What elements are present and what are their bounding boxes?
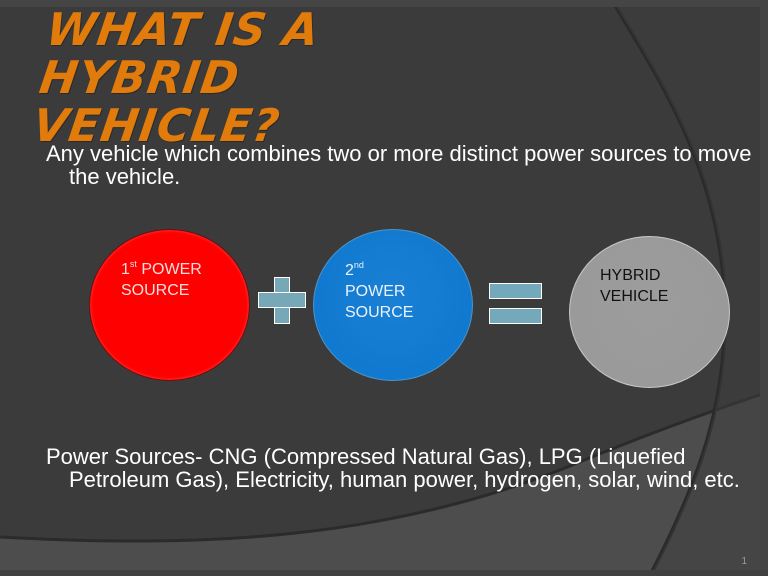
ordinal-suffix: st xyxy=(129,259,137,269)
first-power-source-label: 1st POWER SOURCE xyxy=(121,259,202,301)
power-sources-bullet: Power Sources- CNG (Compressed Natural G… xyxy=(46,444,740,492)
equals-top-bar xyxy=(489,283,542,299)
label-source: SOURCE xyxy=(345,304,414,321)
page-number: 1 xyxy=(741,556,747,567)
title-line-1: What is a hybrid xyxy=(36,3,324,104)
label-power: POWER xyxy=(345,283,406,300)
plus-center xyxy=(275,293,289,307)
frame-bottom xyxy=(0,570,768,576)
hybrid-vehicle-circle: HYBRID VEHICLE xyxy=(569,236,730,388)
first-power-source-circle: 1st POWER SOURCE xyxy=(89,229,250,381)
frame-top xyxy=(0,0,768,7)
second-power-source-circle: 2nd POWER SOURCE xyxy=(313,229,473,381)
ordinal-number: 1 xyxy=(121,261,130,278)
frame-right xyxy=(760,0,768,576)
label-source: SOURCE xyxy=(121,282,190,299)
slide-title: What is a hybrid vehicle? xyxy=(30,3,510,152)
label-vehicle: VEHICLE xyxy=(600,288,669,305)
label-hybrid: HYBRID xyxy=(600,267,661,284)
ordinal-suffix: nd xyxy=(353,260,364,270)
equals-bottom-bar xyxy=(489,308,542,324)
second-power-source-label: 2nd POWER SOURCE xyxy=(345,260,413,323)
intro-bullet: Any vehicle which combines two or more d… xyxy=(46,141,752,189)
ordinal-number: 2 xyxy=(345,262,354,279)
label-power: POWER xyxy=(136,261,202,278)
hybrid-vehicle-label: HYBRID VEHICLE xyxy=(600,265,668,307)
